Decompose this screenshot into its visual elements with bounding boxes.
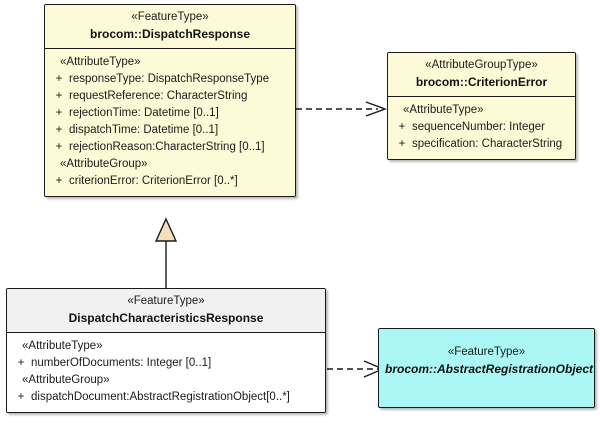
visibility-marker: + bbox=[55, 175, 63, 187]
visibility-marker: + bbox=[55, 107, 63, 119]
attribute-row[interactable]: + sequenceNumber: Integer bbox=[392, 119, 571, 136]
attribute-label: requestReference: CharacterString bbox=[69, 90, 248, 102]
visibility-marker: + bbox=[55, 124, 63, 136]
dependency-dispatchresponse-to-criterionerror bbox=[296, 101, 388, 117]
attribute-row[interactable]: + criterionError: CriterionError [0..*] bbox=[49, 173, 291, 190]
visibility-marker: + bbox=[398, 138, 406, 150]
attribute-label: numberOfDocuments: Integer [0..1] bbox=[31, 357, 212, 369]
class-box-dispatch-response[interactable]: «FeatureType» brocom::DispatchResponse «… bbox=[44, 4, 296, 197]
attribute-label: rejectionTime: Datetime [0..1] bbox=[69, 107, 219, 119]
attribute-label: criterionError: CriterionError [0..*] bbox=[69, 175, 238, 187]
attribute-row[interactable]: + numberOfDocuments: Integer [0..1] bbox=[11, 355, 321, 372]
visibility-marker: + bbox=[55, 90, 63, 102]
visibility-marker: + bbox=[398, 121, 406, 133]
attribute-label: dispatchDocument:AbstractRegistrationObj… bbox=[31, 391, 290, 403]
attribute-group-label: «AttributeType» bbox=[22, 340, 103, 352]
attribute-row[interactable]: + rejectionTime: Datetime [0..1] bbox=[49, 105, 291, 122]
attribute-group-label: «AttributeGroup» bbox=[22, 374, 110, 386]
attribute-label: specification: CharacterString bbox=[412, 138, 563, 150]
visibility-marker: + bbox=[17, 391, 25, 403]
class-header: «FeatureType» brocom::AbstractRegistrati… bbox=[379, 329, 594, 383]
class-header: «FeatureType» DispatchCharacteristicsRes… bbox=[7, 289, 325, 333]
visibility-marker: + bbox=[55, 141, 63, 153]
dependency-dispatchcharacteristics-to-abstractregistrationobject bbox=[327, 360, 385, 378]
hollow-triangle-head bbox=[154, 217, 178, 242]
attribute-row[interactable]: + dispatchTime: Datetime [0..1] bbox=[49, 122, 291, 139]
class-attributes: «AttributeType» + numberOfDocuments: Int… bbox=[7, 333, 325, 412]
visibility-marker: + bbox=[55, 73, 63, 85]
attribute-group-label: «AttributeType» bbox=[403, 104, 484, 116]
class-title: brocom::CriterionError bbox=[415, 75, 548, 89]
class-stereotype: «AttributeGroupType» bbox=[425, 59, 538, 71]
class-stereotype: «FeatureType» bbox=[131, 11, 209, 23]
class-box-criterion-error[interactable]: «AttributeGroupType» brocom::CriterionEr… bbox=[387, 52, 576, 160]
generalization-dispatchcharacteristics-to-dispatchresponse bbox=[154, 217, 178, 288]
class-header: «FeatureType» brocom::DispatchResponse bbox=[45, 5, 295, 49]
class-box-dispatch-characteristics-response[interactable]: «FeatureType» DispatchCharacteristicsRes… bbox=[6, 288, 326, 413]
class-title: DispatchCharacteristicsResponse bbox=[68, 311, 264, 325]
attribute-group-label: «AttributeGroup» bbox=[60, 158, 148, 170]
attribute-row[interactable]: + requestReference: CharacterString bbox=[49, 88, 291, 105]
attribute-label: responseType: DispatchResponseType bbox=[69, 73, 270, 85]
attribute-label: dispatchTime: Datetime [0..1] bbox=[69, 124, 219, 136]
class-box-abstract-registration-object[interactable]: «FeatureType» brocom::AbstractRegistrati… bbox=[378, 328, 595, 408]
class-stereotype: «FeatureType» bbox=[447, 346, 526, 358]
attribute-row[interactable]: + specification: CharacterString bbox=[392, 136, 571, 153]
attribute-row[interactable]: + dispatchDocument:AbstractRegistrationO… bbox=[11, 389, 321, 406]
class-stereotype: «FeatureType» bbox=[127, 295, 205, 307]
class-title: brocom::DispatchResponse bbox=[89, 27, 251, 41]
class-header: «AttributeGroupType» brocom::CriterionEr… bbox=[388, 53, 575, 97]
class-title: brocom::AbstractRegistrationObject bbox=[385, 362, 594, 376]
class-attributes: «AttributeType» + responseType: Dispatch… bbox=[45, 49, 295, 196]
attribute-row[interactable]: + rejectionReason:CharacterString [0..1] bbox=[49, 139, 291, 156]
attribute-label: sequenceNumber: Integer bbox=[412, 121, 545, 133]
attribute-label: rejectionReason:CharacterString [0..1] bbox=[69, 141, 265, 153]
attribute-group-label: «AttributeType» bbox=[60, 56, 141, 68]
open-arrow-head bbox=[365, 101, 388, 117]
attribute-row[interactable]: + responseType: DispatchResponseType bbox=[49, 71, 291, 88]
class-attributes: «AttributeType» + sequenceNumber: Intege… bbox=[388, 97, 575, 159]
visibility-marker: + bbox=[17, 357, 25, 369]
